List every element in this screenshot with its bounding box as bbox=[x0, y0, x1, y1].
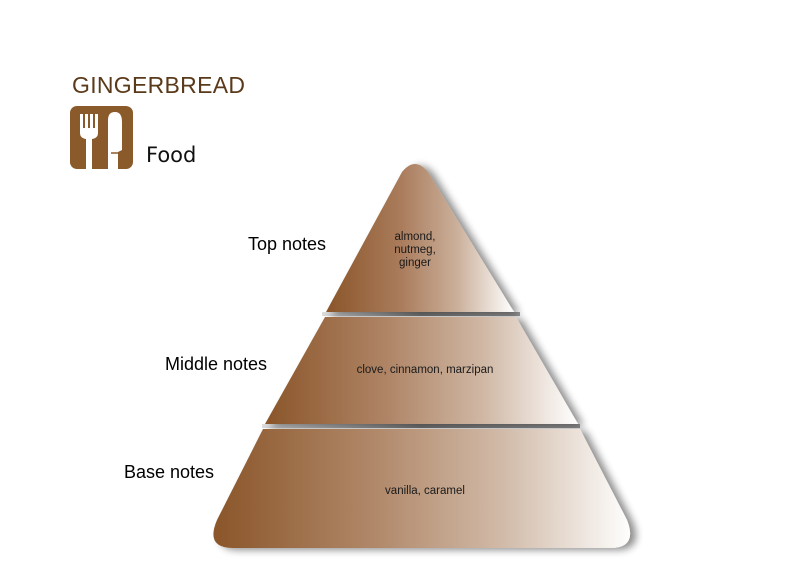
base-notes-list: vanilla, caramel bbox=[350, 485, 500, 498]
note-item: clove, cinnamon, marzipan bbox=[356, 364, 494, 376]
tier-separator bbox=[322, 312, 520, 316]
tier-separator bbox=[262, 424, 580, 428]
fork-knife-icon bbox=[70, 106, 133, 169]
middle-notes-list: clove, cinnamon, marzipan bbox=[340, 364, 510, 377]
base-notes-label: Base notes bbox=[124, 462, 215, 482]
middle-notes-tier bbox=[265, 317, 578, 424]
note-item: vanilla, caramel bbox=[385, 485, 465, 497]
top-notes-list: almond, nutmeg, ginger bbox=[380, 231, 450, 270]
fragrance-title: GINGERBREAD bbox=[72, 72, 246, 98]
note-item: ginger bbox=[399, 257, 431, 269]
note-item: almond, bbox=[394, 231, 436, 243]
top-notes-label: Top notes bbox=[248, 234, 327, 254]
middle-notes-label: Middle notes bbox=[165, 354, 268, 374]
base-notes-tier bbox=[213, 429, 631, 548]
note-item: nutmeg, bbox=[394, 244, 436, 256]
category-label: Food bbox=[146, 143, 197, 167]
top-notes-tier bbox=[326, 164, 514, 312]
